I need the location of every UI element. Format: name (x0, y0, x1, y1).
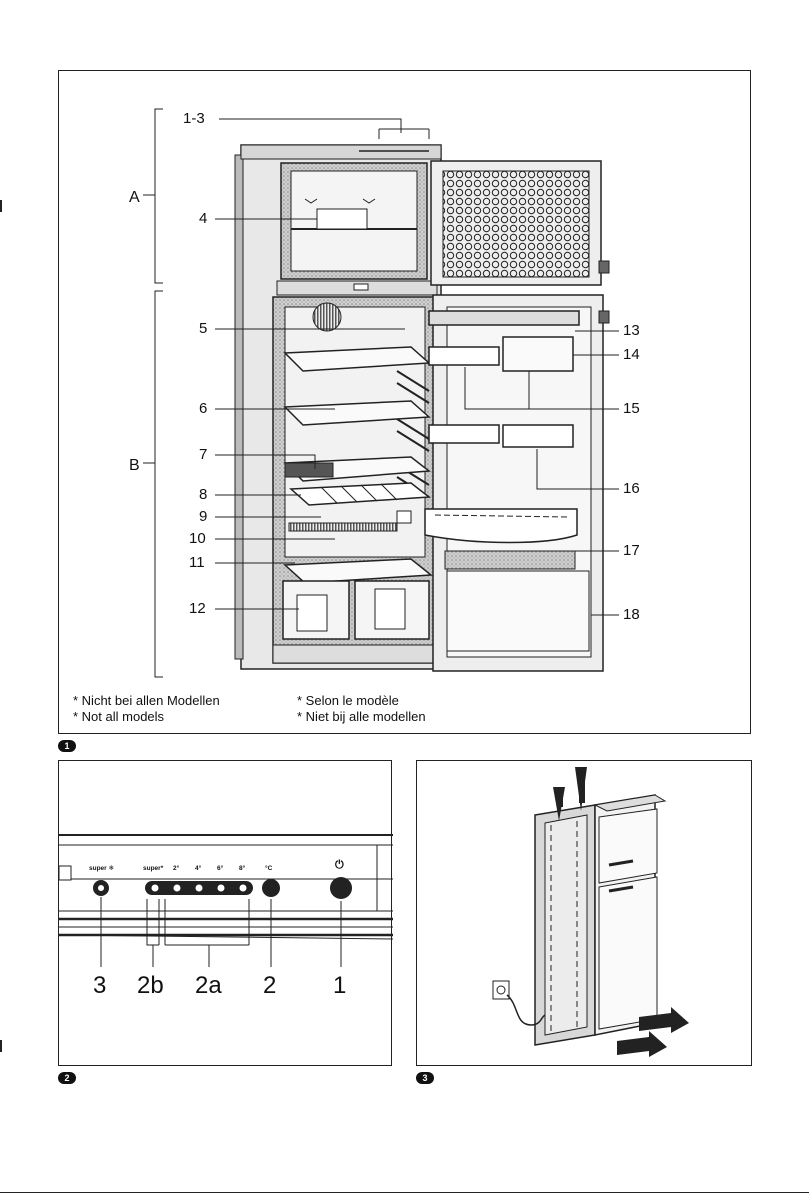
callout-10: 10 (189, 531, 206, 547)
footnote-fr: * Selon le modèle (297, 693, 399, 708)
label-temp-4: 4° (195, 865, 201, 873)
group-label-a: A (129, 185, 140, 211)
callout-14: 14 (623, 347, 640, 363)
footnote-en: * Not all models (73, 709, 164, 724)
footnote-nl: * Niet bij alle modellen (297, 709, 426, 724)
label-temp-8: 8° (239, 865, 245, 873)
label-temp-2: 2° (173, 865, 179, 873)
figure-2-badge: 2 (58, 1072, 76, 1084)
freezer-door (431, 161, 609, 285)
fridge-freezer-illustration (59, 71, 752, 735)
figure-3-badge: 3 (416, 1072, 434, 1084)
panel-buttons (93, 877, 352, 899)
callout-8: 8 (199, 487, 207, 503)
callout-15: 15 (623, 401, 640, 417)
group-bracket-a (143, 109, 163, 283)
callout-16: 16 (623, 481, 640, 497)
scan-edge-mark (0, 200, 2, 212)
callout-13: 13 (623, 323, 640, 339)
ventilation-illustration (417, 761, 753, 1067)
footnote-de: * Nicht bei allen Modellen (73, 693, 220, 708)
group-bracket-b (143, 291, 163, 677)
figure-1-badge: 1 (58, 740, 76, 752)
control-panel-illustration (59, 761, 393, 1067)
figure-3-ventilation (416, 760, 752, 1066)
scan-edge-mark (0, 1040, 2, 1052)
label-celsius: °C (265, 865, 272, 873)
callout-3: 3 (93, 973, 106, 999)
callout-4: 4 (199, 211, 207, 227)
callout-9: 9 (199, 509, 207, 525)
callout-7: 7 (199, 447, 207, 463)
fridge-door (425, 295, 609, 671)
freezer-compartment (281, 163, 427, 279)
callout-1-3: 1-3 (183, 111, 205, 127)
callout-2: 2 (263, 973, 276, 999)
callout-2a: 2a (195, 973, 222, 999)
callout-17: 17 (623, 543, 640, 559)
callout-12: 12 (189, 601, 206, 617)
scan-bottom-line (0, 1192, 809, 1193)
power-icon: ⏻ (335, 861, 344, 869)
callout-1: 1 (333, 973, 346, 999)
figure-2-control-panel: super ❄ super* 2° 4° 6° 8° °C ⏻ 3 2b 2a … (58, 760, 392, 1066)
callout-5: 5 (199, 321, 207, 337)
callout-6: 6 (199, 401, 207, 417)
label-super-cool: super* (143, 865, 163, 873)
callout-11: 11 (189, 555, 205, 571)
group-label-b: B (129, 453, 140, 479)
fridge-compartment (273, 297, 435, 663)
figure-1-appliance-overview: A B 1-3 4 5 6 7 8 9 10 11 12 13 14 15 16… (58, 70, 751, 734)
callout-2b: 2b (137, 973, 164, 999)
label-temp-6: 6° (217, 865, 223, 873)
label-super-freeze: super ❄ (89, 865, 114, 873)
callout-18: 18 (623, 607, 640, 623)
